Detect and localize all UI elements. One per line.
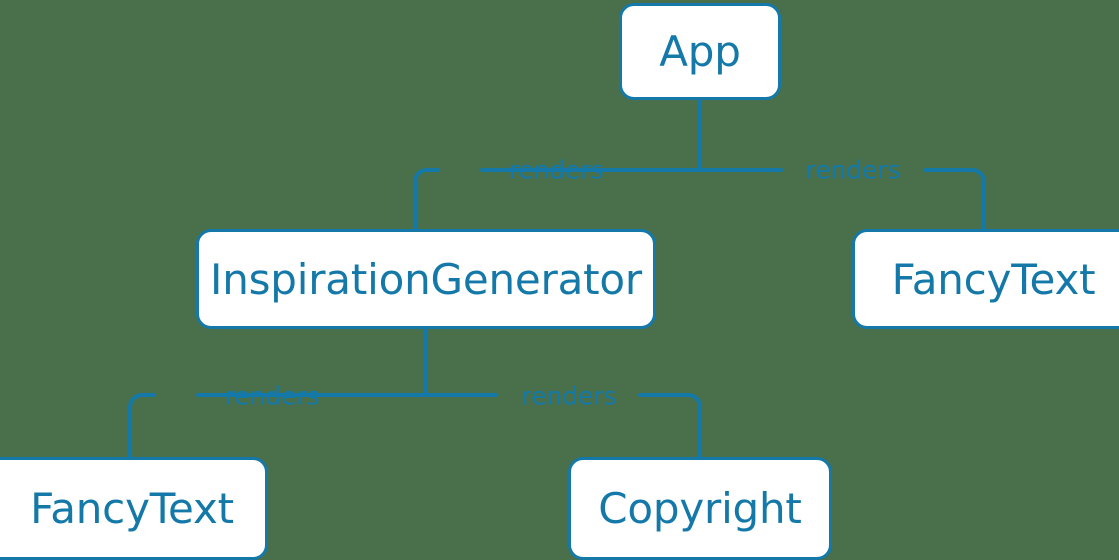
node-copyright[interactable]: Copyright: [568, 457, 832, 560]
node-inspiration-generator[interactable]: InspirationGenerator: [196, 229, 656, 329]
edge-label-app-fancytext-right: renders: [805, 155, 901, 185]
edge-label-inspiration-copyright: renders: [521, 381, 617, 411]
node-app-label: App: [659, 27, 741, 76]
node-fancytext-left[interactable]: FancyText: [0, 457, 268, 560]
node-copyright-label: Copyright: [598, 484, 802, 533]
node-app[interactable]: App: [619, 3, 781, 100]
node-inspiration-generator-label: InspirationGenerator: [210, 254, 642, 304]
node-fancytext-right[interactable]: FancyText: [852, 229, 1119, 329]
edge-label-app-inspiration: renders: [508, 155, 604, 185]
edge-label-inspiration-fancytext-left: renders: [224, 381, 320, 411]
node-fancytext-right-label: FancyText: [891, 254, 1096, 304]
node-fancytext-left-label: FancyText: [30, 484, 234, 533]
